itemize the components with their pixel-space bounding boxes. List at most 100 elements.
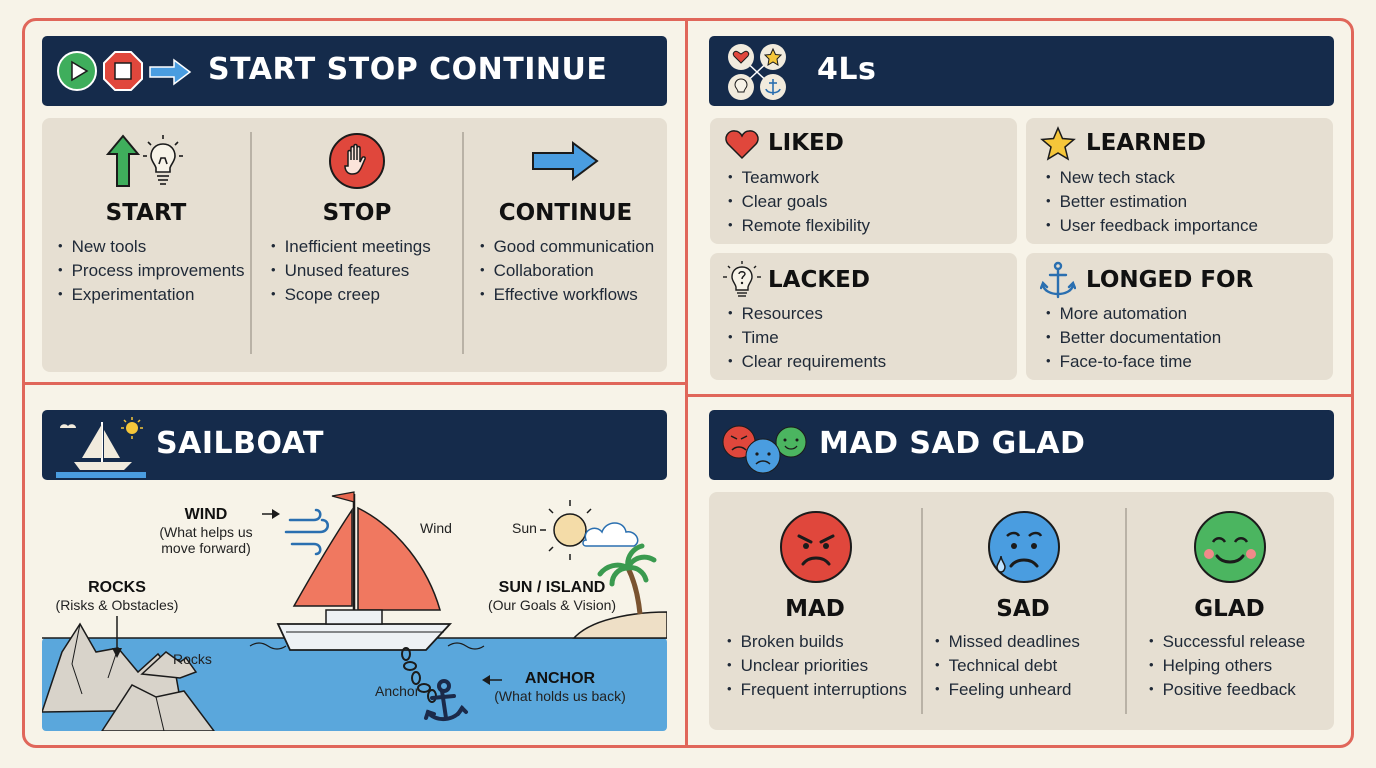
list-item: More automation — [1046, 302, 1221, 326]
rocks-small-label: Rocks — [173, 651, 212, 667]
four-ls-header: 4Ls — [709, 36, 1334, 106]
liked-card: LIKED Teamwork Clear goals Remote flexib… — [710, 118, 1017, 244]
mad-column-title: MAD — [785, 596, 845, 622]
list-item: Experimentation — [58, 283, 244, 307]
list-item: Scope creep — [271, 283, 431, 307]
rocks-title: ROCKS — [88, 579, 146, 596]
list-item: Unused features — [271, 259, 431, 283]
list-item: Clear requirements — [728, 350, 887, 374]
vertical-divider — [685, 20, 688, 747]
start-column-title: START — [105, 200, 187, 226]
happy-face-icon — [1194, 511, 1266, 583]
anchor-icon — [1040, 261, 1076, 299]
wind-label: WIND (What helps us move forward) — [146, 506, 266, 556]
learned-title: LEARNED — [1086, 130, 1206, 156]
longed-for-card: LONGED FOR More automation Better docume… — [1026, 253, 1333, 380]
arrow-right-icon — [149, 58, 192, 86]
column-separator — [462, 132, 464, 354]
column-separator — [921, 508, 923, 714]
glad-column-title: GLAD — [1194, 596, 1265, 622]
list-item: Remote flexibility — [728, 214, 871, 238]
list-item: Helping others — [1149, 654, 1305, 678]
list-item: New tools — [58, 235, 244, 259]
arrow-up-icon — [106, 134, 140, 187]
anchor-desc: (What holds us back) — [494, 688, 626, 704]
question-bulb-icon — [723, 261, 761, 297]
list-item: Successful release — [1149, 630, 1306, 654]
stop-hand-icon — [329, 133, 385, 189]
start-list: New tools Process improvements Experimen… — [58, 235, 245, 307]
list-item: Time — [728, 326, 886, 350]
liked-title: LIKED — [768, 130, 844, 156]
sun-small-label: Sun — [512, 520, 537, 536]
list-item: Frequent interruptions — [727, 678, 907, 702]
list-item: User feedback importance — [1046, 214, 1258, 238]
list-item: Resources — [728, 302, 886, 326]
glad-list: Successful release Helping others Positi… — [1149, 630, 1306, 702]
list-item: Positive feedback — [1149, 678, 1305, 702]
heart-icon — [725, 130, 759, 160]
anchor-title: ANCHOR — [524, 670, 596, 687]
lacked-card: LACKED Resources Time Clear requirements — [710, 253, 1017, 380]
learned-card: LEARNED New tech stack Better estimation… — [1026, 118, 1333, 244]
sailboat-header: SAILBOAT — [42, 410, 667, 480]
anchor-small-label: Anchor — [375, 683, 420, 699]
lightbulb-icon — [143, 135, 183, 185]
list-item: Effective workflows — [480, 283, 654, 307]
mad-sad-glad-panel: MAD Broken builds Unclear priorities Fre… — [709, 492, 1334, 730]
list-item: Missed deadlines — [935, 630, 1080, 654]
continue-column-title: CONTINUE — [498, 200, 633, 226]
list-item: New tech stack — [1046, 166, 1258, 190]
mad-sad-glad-header: MAD SAD GLAD — [709, 410, 1334, 480]
continue-list: Good communication Collaboration Effecti… — [480, 235, 655, 307]
left-horizontal-divider — [24, 382, 686, 385]
four-ls-icon — [728, 44, 786, 100]
sailboat-icon — [56, 417, 146, 478]
wind-desc-1: (What helps us — [159, 524, 253, 540]
star-icon — [1040, 126, 1076, 161]
list-item: Teamwork — [728, 166, 870, 190]
sailboat-scene: WIND (What helps us move forward) Wind R… — [42, 486, 667, 731]
sad-list: Missed deadlines Technical debt Feeling … — [935, 630, 1080, 702]
emotions-icon — [722, 425, 807, 474]
wind-small-label: Wind — [420, 520, 452, 536]
start-stop-continue-title: START STOP CONTINUE — [208, 52, 608, 87]
list-item: Process improvements — [58, 259, 245, 283]
sun-island-desc: (Our Goals & Vision) — [487, 597, 617, 613]
stop-list: Inefficient meetings Unused features Sco… — [271, 235, 431, 307]
list-item: Technical debt — [935, 654, 1080, 678]
sun-island-title: SUN / ISLAND — [498, 579, 606, 596]
wind-desc-2: move forward) — [161, 540, 251, 556]
list-item: Unclear priorities — [727, 654, 907, 678]
list-item: Better documentation — [1046, 326, 1222, 350]
list-item: Broken builds — [727, 630, 907, 654]
list-item: Face-to-face time — [1046, 350, 1221, 374]
list-item: Better estimation — [1046, 190, 1258, 214]
list-item: Feeling unheard — [935, 678, 1080, 702]
stop-icon — [103, 51, 143, 91]
rocks-label: ROCKS (Risks & Obstacles) — [52, 579, 182, 613]
sailboat-illustration — [42, 491, 667, 731]
play-icon — [57, 51, 97, 91]
right-horizontal-divider — [687, 394, 1352, 397]
list-item: Good communication — [480, 235, 655, 259]
angry-face-icon — [780, 511, 852, 583]
list-item: Collaboration — [480, 259, 654, 283]
continue-arrow-icon — [532, 141, 599, 181]
stop-column-title: STOP — [322, 200, 392, 226]
lacked-list: Resources Time Clear requirements — [728, 302, 887, 374]
longed-for-title: LONGED FOR — [1086, 267, 1254, 293]
wind-title: WIND — [184, 506, 228, 523]
sad-column-title: SAD — [996, 596, 1050, 622]
sad-face-icon — [988, 511, 1060, 583]
start-stop-continue-header: START STOP CONTINUE — [42, 36, 667, 106]
start-stop-continue-panel: START New tools Process improvements Exp… — [42, 118, 667, 372]
sun-island-label: SUN / ISLAND (Our Goals & Vision) — [482, 579, 622, 613]
column-separator — [250, 132, 252, 354]
longed-for-list: More automation Better documentation Fac… — [1046, 302, 1222, 374]
sailboat-title: SAILBOAT — [156, 426, 325, 461]
mad-sad-glad-title: MAD SAD GLAD — [819, 426, 1086, 461]
four-ls-title: 4Ls — [817, 52, 877, 87]
outer-frame — [22, 18, 1354, 748]
rocks-desc: (Risks & Obstacles) — [55, 597, 179, 613]
